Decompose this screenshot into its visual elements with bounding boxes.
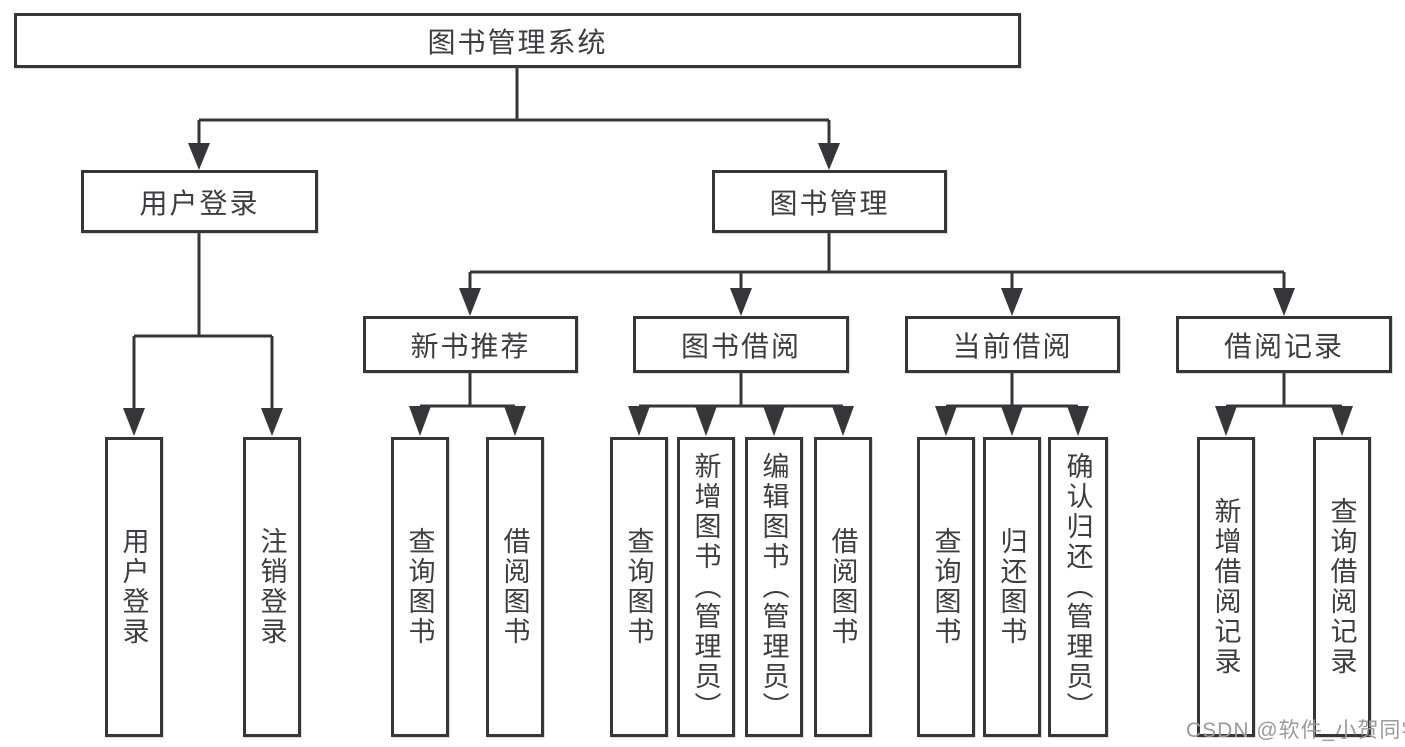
leaf-label: 查询图书 [623,527,654,647]
leaf-add-books-admin: 新增图书（管理员） [677,437,735,737]
leaf-label: 借阅图书 [499,527,530,647]
leaf-borrow-books-recommend: 借阅图书 [486,437,544,737]
leaf-label: 借阅图书 [827,527,858,647]
node-current-borrow: 当前借阅 [905,316,1120,373]
leaf-edit-books-admin: 编辑图书（管理员） [745,437,803,737]
node-book-management: 图书管理 [712,170,947,233]
csdn-watermark: CSDN @软件_小贺同学 [1186,719,1405,742]
leaf-logout: 注销登录 [243,437,301,737]
leaf-return-books: 归还图书 [983,437,1041,737]
arrowhead-icons [123,143,1353,436]
leaf-label: 确认归还（管理员） [1062,452,1093,722]
leaf-query-borrow-record: 查询借阅记录 [1313,437,1371,737]
node-new-book-recommend: 新书推荐 [363,316,578,373]
leaf-label: 新增图书（管理员） [690,452,721,722]
leaf-borrow-books: 借阅图书 [814,437,872,737]
node-label: 图书借阅 [680,330,801,362]
node-label: 图书管理 [769,187,890,219]
leaf-label: 新增借阅记录 [1210,497,1241,677]
leaf-query-books-current: 查询图书 [917,437,975,737]
node-label: 用户登录 [139,187,260,219]
leaf-label: 查询图书 [404,527,435,647]
leaf-add-borrow-record: 新增借阅记录 [1197,437,1255,737]
leaf-confirm-return-admin: 确认归还（管理员） [1048,437,1108,737]
leaf-label: 归还图书 [996,527,1027,647]
leaf-query-books-recommend: 查询图书 [391,437,449,737]
leaf-label: 注销登录 [256,527,287,647]
leaf-label: 查询借阅记录 [1326,497,1357,677]
leaf-query-books-borrow: 查询图书 [610,437,668,737]
node-label: 图书管理系统 [427,26,608,58]
node-label: 当前借阅 [952,330,1073,362]
leaf-user-login: 用户登录 [105,437,163,737]
node-library-system: 图书管理系统 [14,13,1021,68]
node-borrow-records: 借阅记录 [1176,316,1392,373]
node-label: 借阅记录 [1223,330,1344,362]
node-book-borrow: 图书借阅 [633,316,849,373]
node-label: 新书推荐 [410,330,531,362]
leaf-label: 编辑图书（管理员） [758,452,789,722]
leaf-label: 用户登录 [118,527,149,647]
node-user-login: 用户登录 [81,170,318,233]
leaf-label: 查询图书 [930,527,961,647]
